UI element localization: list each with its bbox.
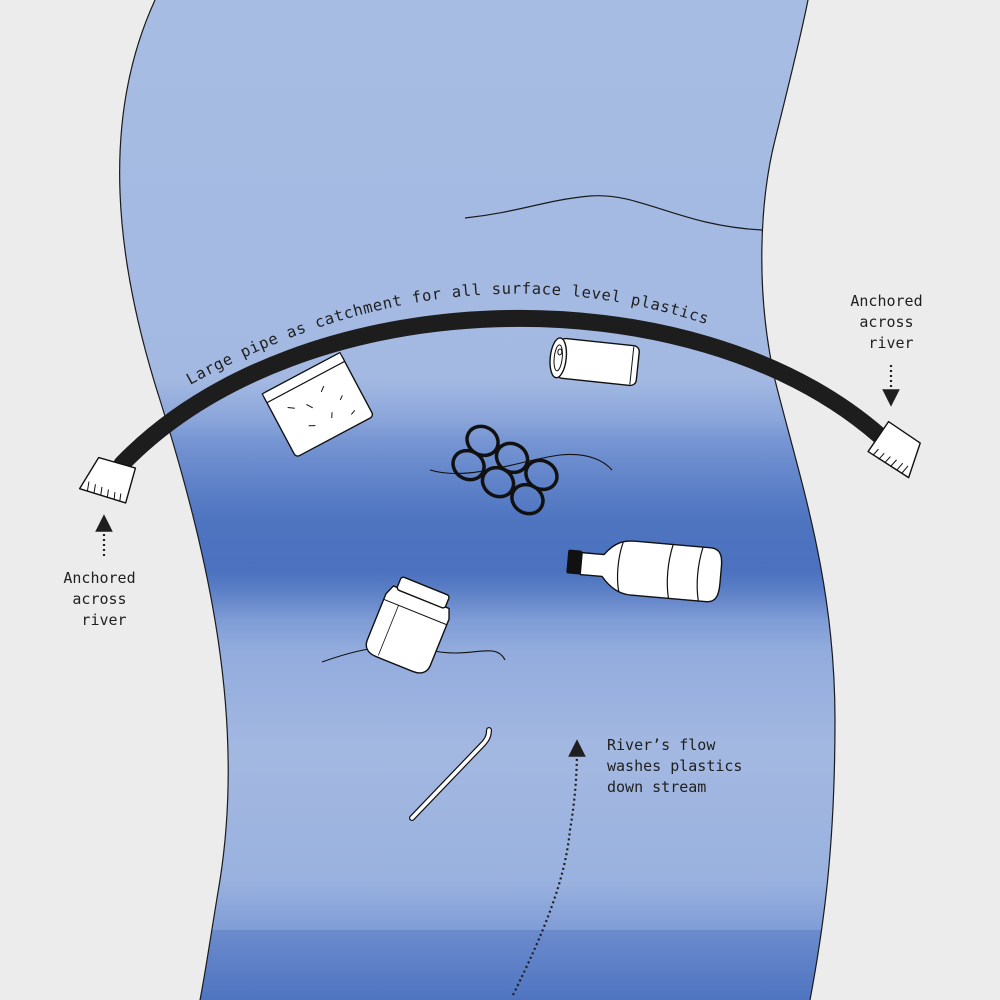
anchor-label-left: Anchored across river xyxy=(63,569,144,629)
flow-line: River’s flow xyxy=(607,736,716,754)
flow-line: down stream xyxy=(607,778,706,796)
anchor-left-line: across xyxy=(72,590,126,608)
anchor-right-line: river xyxy=(868,334,913,352)
anchor-left-line: river xyxy=(81,611,126,629)
can-icon xyxy=(548,337,640,386)
anchor-label-right: Anchored across river xyxy=(850,292,931,352)
anchor-left-line: Anchored xyxy=(63,569,135,587)
river-dark-band xyxy=(0,420,1000,650)
anchor-right-line: Anchored xyxy=(850,292,922,310)
anchor-right-line: across xyxy=(859,313,913,331)
river-bottom-shade xyxy=(0,930,1000,1000)
flow-line: washes plastics xyxy=(607,757,742,775)
